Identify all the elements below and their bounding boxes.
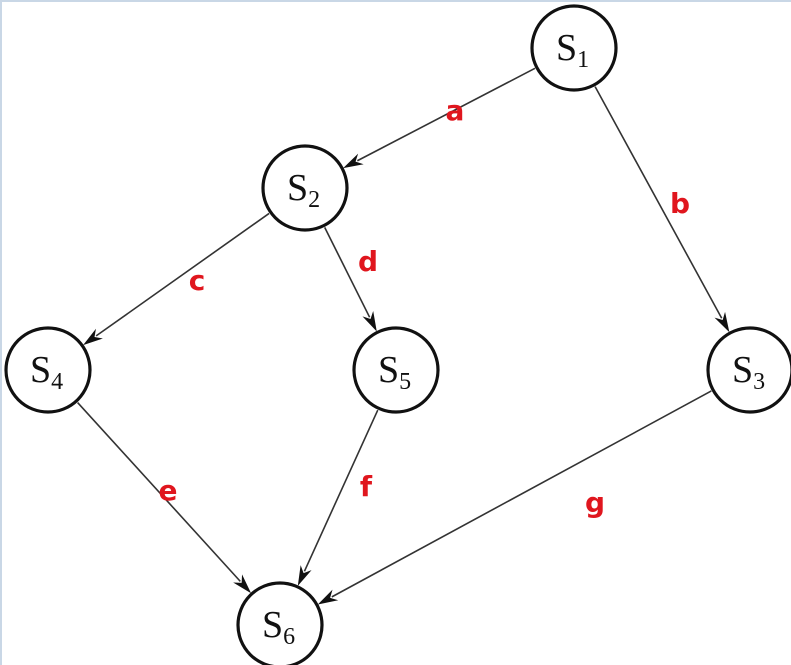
arrowhead bbox=[362, 310, 377, 332]
edge-label: d bbox=[358, 245, 378, 278]
edges-layer: a b c d e f g bbox=[77, 67, 730, 605]
edge-line bbox=[95, 212, 270, 337]
edge-s1-s2: a bbox=[343, 67, 536, 169]
edge-line bbox=[594, 86, 723, 319]
edge-s1-s3: b bbox=[594, 86, 730, 333]
edge-line bbox=[323, 226, 371, 318]
edge-s4-s6: e bbox=[77, 402, 252, 594]
arrowhead bbox=[714, 311, 730, 333]
node-label: S1 bbox=[556, 27, 589, 73]
edge-line bbox=[331, 390, 712, 598]
edge-line bbox=[77, 402, 241, 582]
edge-line bbox=[356, 67, 536, 162]
node-circle bbox=[352, 326, 440, 414]
node-label: S2 bbox=[287, 167, 320, 213]
edge-label: g bbox=[585, 486, 605, 519]
node-circle bbox=[706, 326, 791, 414]
node-circle bbox=[530, 4, 618, 92]
node-s2: S2 bbox=[261, 144, 349, 232]
arrowhead bbox=[233, 574, 252, 594]
edge-s2-s5: d bbox=[323, 226, 378, 332]
node-s5: S5 bbox=[352, 326, 440, 414]
node-circle bbox=[236, 581, 324, 665]
node-label: S5 bbox=[378, 349, 411, 395]
edge-s2-s4: c bbox=[83, 212, 270, 346]
node-s1: S1 bbox=[530, 4, 618, 92]
arrowhead bbox=[317, 589, 339, 605]
node-label: S3 bbox=[732, 349, 765, 395]
window-frame-top bbox=[0, 0, 791, 2]
arrowhead bbox=[83, 328, 103, 346]
node-s4: S4 bbox=[4, 326, 92, 414]
edge-label: a bbox=[446, 94, 465, 127]
edge-label: f bbox=[360, 470, 373, 503]
edge-label: e bbox=[159, 474, 178, 507]
edge-line bbox=[303, 409, 379, 572]
edge-label: c bbox=[189, 264, 206, 297]
window-frame-left bbox=[0, 0, 2, 665]
edge-label: b bbox=[670, 187, 690, 220]
edge-s5-s6: f bbox=[297, 409, 379, 586]
edge-s3-s6: g bbox=[317, 390, 712, 605]
arrowhead bbox=[343, 153, 364, 169]
node-circle bbox=[261, 144, 349, 232]
node-circle bbox=[4, 326, 92, 414]
node-s6: S6 bbox=[236, 581, 324, 665]
node-label: S6 bbox=[262, 604, 295, 650]
node-label: S4 bbox=[30, 349, 63, 395]
arrowhead bbox=[297, 565, 312, 586]
node-s3: S3 bbox=[706, 326, 791, 414]
